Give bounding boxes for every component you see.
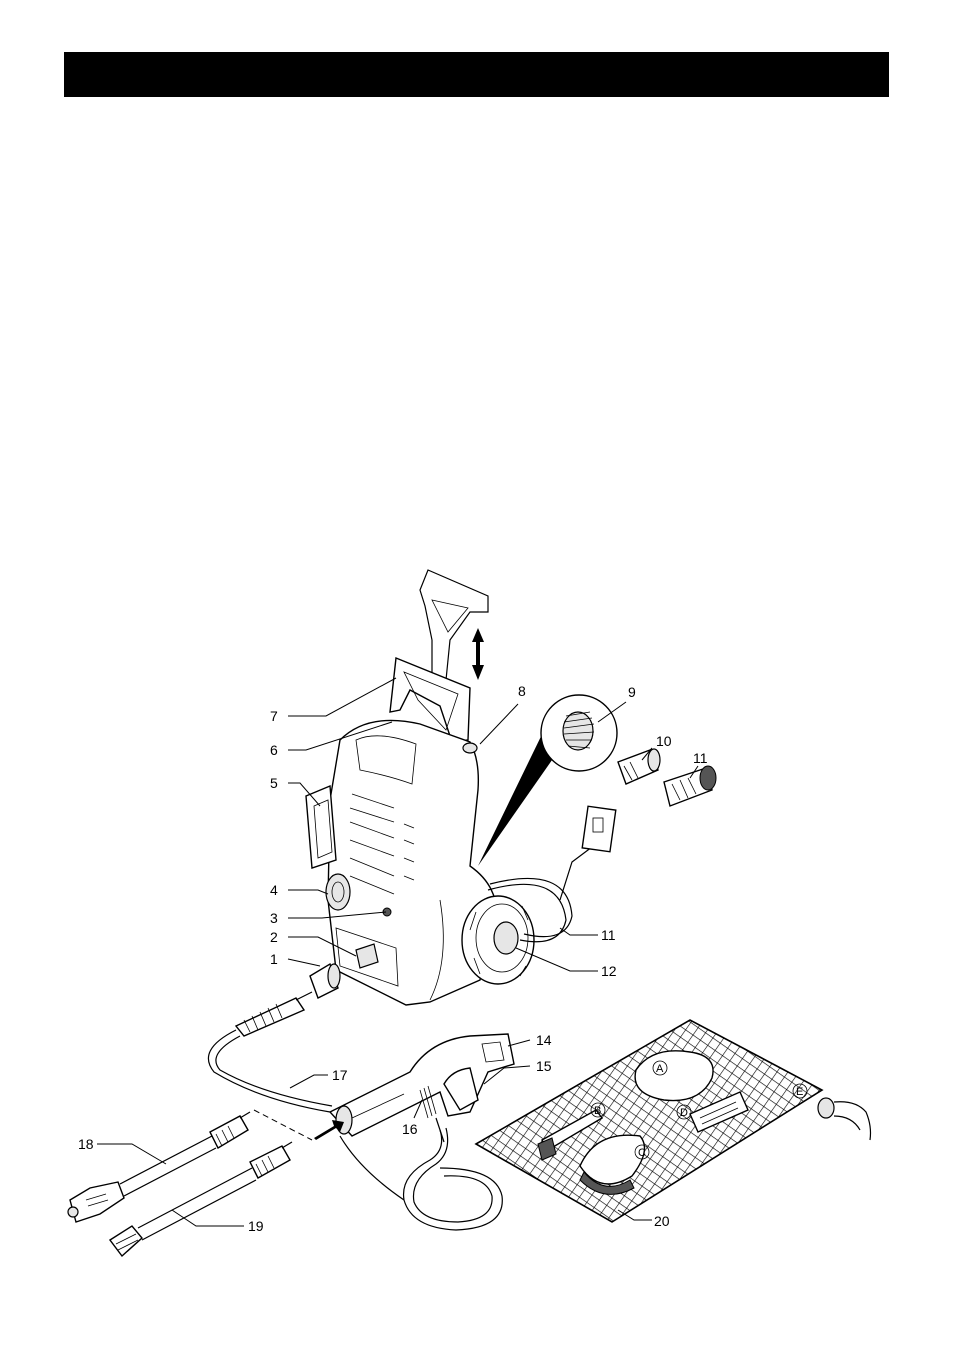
callout-15: 15 xyxy=(536,1058,552,1074)
accessory-letter-e: E xyxy=(796,1086,803,1098)
callout-3: 3 xyxy=(270,910,278,926)
callout-4: 4 xyxy=(270,882,278,898)
callout-11-connector: 11 xyxy=(693,750,708,766)
callout-17: 17 xyxy=(332,1067,348,1083)
alignment-dash-line xyxy=(254,1110,312,1140)
accessory-letter-d: D xyxy=(680,1107,688,1119)
spray-gun xyxy=(330,1034,514,1142)
spray-lance-18 xyxy=(68,1112,250,1222)
spray-lance-19 xyxy=(110,1142,292,1256)
accessory-mat xyxy=(476,1020,822,1222)
accessory-letter-a: A xyxy=(656,1063,664,1075)
callout-18: 18 xyxy=(78,1136,94,1152)
callout-7: 7 xyxy=(270,708,278,724)
accessory-letter-b: B xyxy=(594,1105,601,1117)
hose-coupling xyxy=(310,964,340,998)
callout-1: 1 xyxy=(270,951,278,967)
insertion-arrow-icon xyxy=(314,1120,344,1140)
garden-hose-adapter xyxy=(818,1098,871,1140)
callout-10: 10 xyxy=(656,733,672,749)
callout-6: 6 xyxy=(270,742,278,758)
callout-14: 14 xyxy=(536,1032,552,1048)
accessory-letter-c: C xyxy=(638,1147,646,1159)
callout-20: 20 xyxy=(654,1213,670,1229)
up-down-arrow-icon xyxy=(472,628,484,680)
callout-12: 12 xyxy=(601,963,617,979)
callout-5: 5 xyxy=(270,775,278,791)
callout-2: 2 xyxy=(270,929,278,945)
callout-11-cable: 11 xyxy=(601,927,616,943)
callout-16: 16 xyxy=(402,1121,418,1137)
callout-19: 19 xyxy=(248,1218,264,1234)
callout-9: 9 xyxy=(628,684,636,700)
callout-8: 8 xyxy=(518,683,526,699)
